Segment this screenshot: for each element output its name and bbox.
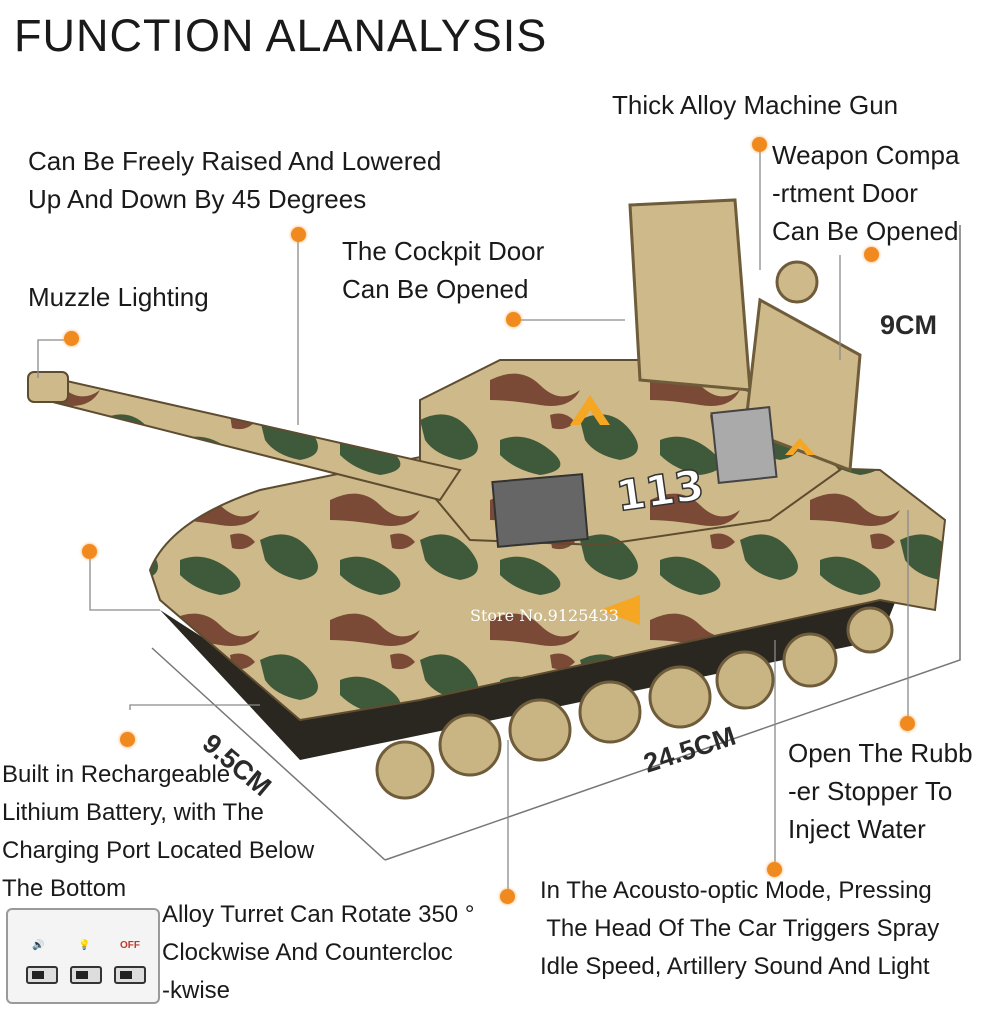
- label-water: Open The Rubb -er Stopper To Inject Wate…: [788, 738, 973, 844]
- callout-dot-machine-gun: [752, 137, 767, 152]
- light-icon: 💡: [78, 940, 91, 951]
- label-machine-gun: Thick Alloy Machine Gun: [612, 90, 899, 120]
- callout-dot-battery: [120, 732, 135, 747]
- callout-dot-acousto: [767, 862, 782, 877]
- off-switch: [114, 966, 146, 984]
- callout-dot-raise-lower: [291, 227, 306, 242]
- label-cockpit-door: The Cockpit Door Can Be Opened: [342, 236, 545, 304]
- callout-dot-muzzle: [64, 331, 79, 346]
- label-turret: Alloy Turret Can Rotate 350 ° Clockwise …: [162, 901, 475, 1004]
- callout-dot-water: [900, 716, 915, 731]
- store-watermark: Store No.9125433: [470, 606, 619, 625]
- callout-dot-charging: [82, 544, 97, 559]
- page-title: FUNCTION ALANALYSIS: [14, 10, 548, 61]
- dimension-height: 9CM: [880, 310, 938, 340]
- sound-switch: [26, 966, 58, 984]
- callout-dot-cockpit-door: [506, 312, 521, 327]
- off-label: OFF: [120, 940, 140, 951]
- callout-dot-turret: [500, 889, 515, 904]
- label-raise-lower: Can Be Freely Raised And Lowered Up And …: [28, 146, 442, 214]
- label-battery: Built in Rechargeable Lithium Battery, w…: [2, 761, 315, 902]
- label-weapon-door: Weapon Compa -rtment Door Can Be Opened: [772, 140, 960, 246]
- light-switch: [70, 966, 102, 984]
- tank-number: 113: [613, 460, 707, 521]
- label-acousto: In The Acousto-optic Mode, Pressing The …: [540, 877, 940, 980]
- callout-dot-weapon-door: [864, 247, 879, 262]
- remote-control-panel: 🔊 💡 OFF: [6, 908, 160, 1004]
- sound-icon: 🔊: [32, 940, 45, 951]
- label-muzzle: Muzzle Lighting: [28, 282, 209, 312]
